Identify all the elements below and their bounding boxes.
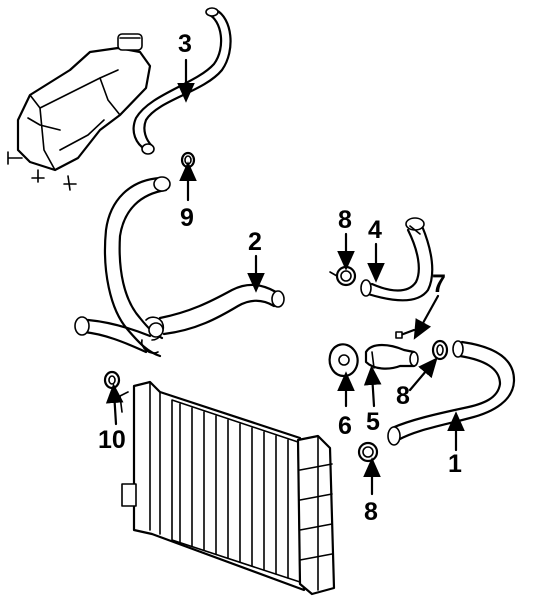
coolant-reservoir (7, 33, 152, 191)
hose-clamp-mid (431, 339, 449, 361)
callout-7: 7 (432, 270, 446, 298)
callout-10: 10 (98, 426, 126, 454)
thermostat-housing (364, 343, 419, 370)
hose-clamp-upper (329, 265, 357, 287)
radiator-cap-clamp (103, 370, 121, 390)
radiator-lower-hose (387, 340, 516, 446)
thermostat-hose (360, 217, 434, 302)
callout-5: 5 (366, 408, 380, 436)
callout-3: 3 (178, 30, 192, 58)
bolt (395, 328, 416, 339)
callout-6: 6 (338, 412, 352, 440)
overflow-hose (132, 7, 232, 155)
callout-8-upper: 8 (338, 206, 352, 234)
thermostat-gasket (328, 343, 359, 378)
callout-8-mid: 8 (396, 382, 410, 410)
callout-1: 1 (448, 450, 462, 478)
callout-8-lower: 8 (364, 498, 378, 526)
callout-4: 4 (368, 216, 382, 244)
hose-clamp-lower (357, 441, 379, 463)
radiator-upper-hose (74, 176, 285, 358)
callout-9: 9 (180, 204, 194, 232)
radiator (119, 380, 336, 596)
hose-clamp (180, 151, 196, 169)
callout-2: 2 (248, 228, 262, 256)
leader-arrows (105, 58, 465, 496)
